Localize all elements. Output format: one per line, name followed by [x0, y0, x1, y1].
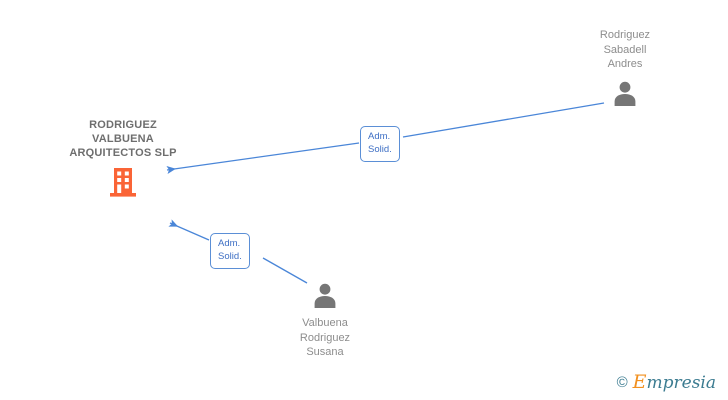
- company-node[interactable]: RODRIGUEZ VALBUENA ARQUITECTOS SLP: [33, 118, 213, 198]
- person-node-rodriguez-sabadell-andres[interactable]: Rodriguez Sabadell Andres: [560, 28, 690, 106]
- relation-label-line-2: Solid.: [368, 143, 392, 155]
- relation-label-line-1: Adm.: [368, 131, 391, 142]
- person-name-line-1: Valbuena: [302, 317, 348, 329]
- person-icon-wrap: [260, 282, 390, 308]
- relation-label-line-1: Adm.: [218, 238, 241, 249]
- person-name-line-2: Sabadell: [603, 43, 647, 56]
- company-title-line-2: VALBUENA: [92, 133, 154, 145]
- person-icon-wrap: [560, 80, 690, 106]
- company-title-line-3: ARQUITECTOS SLP: [69, 147, 177, 159]
- watermark: © Empresia: [617, 373, 716, 392]
- building-icon[interactable]: [109, 166, 137, 198]
- copyright-icon: ©: [616, 374, 628, 391]
- person-node-valbuena-rodriguez-susana[interactable]: Valbuena Rodriguez Susana: [260, 282, 390, 360]
- person-name-line-2: Rodriguez: [299, 331, 351, 344]
- person-name: Valbuena Rodriguez Susana: [260, 316, 390, 360]
- relation-label-adm-solid-andres[interactable]: Adm. Solid.: [360, 126, 400, 162]
- person-icon[interactable]: [612, 80, 638, 106]
- company-title: RODRIGUEZ VALBUENA ARQUITECTOS SLP: [33, 118, 213, 160]
- person-name-line-1: Rodriguez: [599, 29, 651, 41]
- brand-wordmark: Empresia: [633, 373, 716, 392]
- brand-rest: mpresia: [646, 373, 717, 393]
- person-icon[interactable]: [312, 282, 338, 308]
- brand-initial: E: [632, 371, 647, 393]
- company-title-line-1: RODRIGUEZ: [89, 119, 157, 131]
- relation-label-line-2: Solid.: [218, 250, 242, 262]
- company-icon-wrap: [33, 166, 213, 198]
- person-name: Rodriguez Sabadell Andres: [560, 28, 690, 72]
- person-name-line-3: Andres: [607, 58, 643, 70]
- relation-label-adm-solid-susana[interactable]: Adm. Solid.: [210, 233, 250, 269]
- person-name-line-3: Susana: [306, 346, 344, 358]
